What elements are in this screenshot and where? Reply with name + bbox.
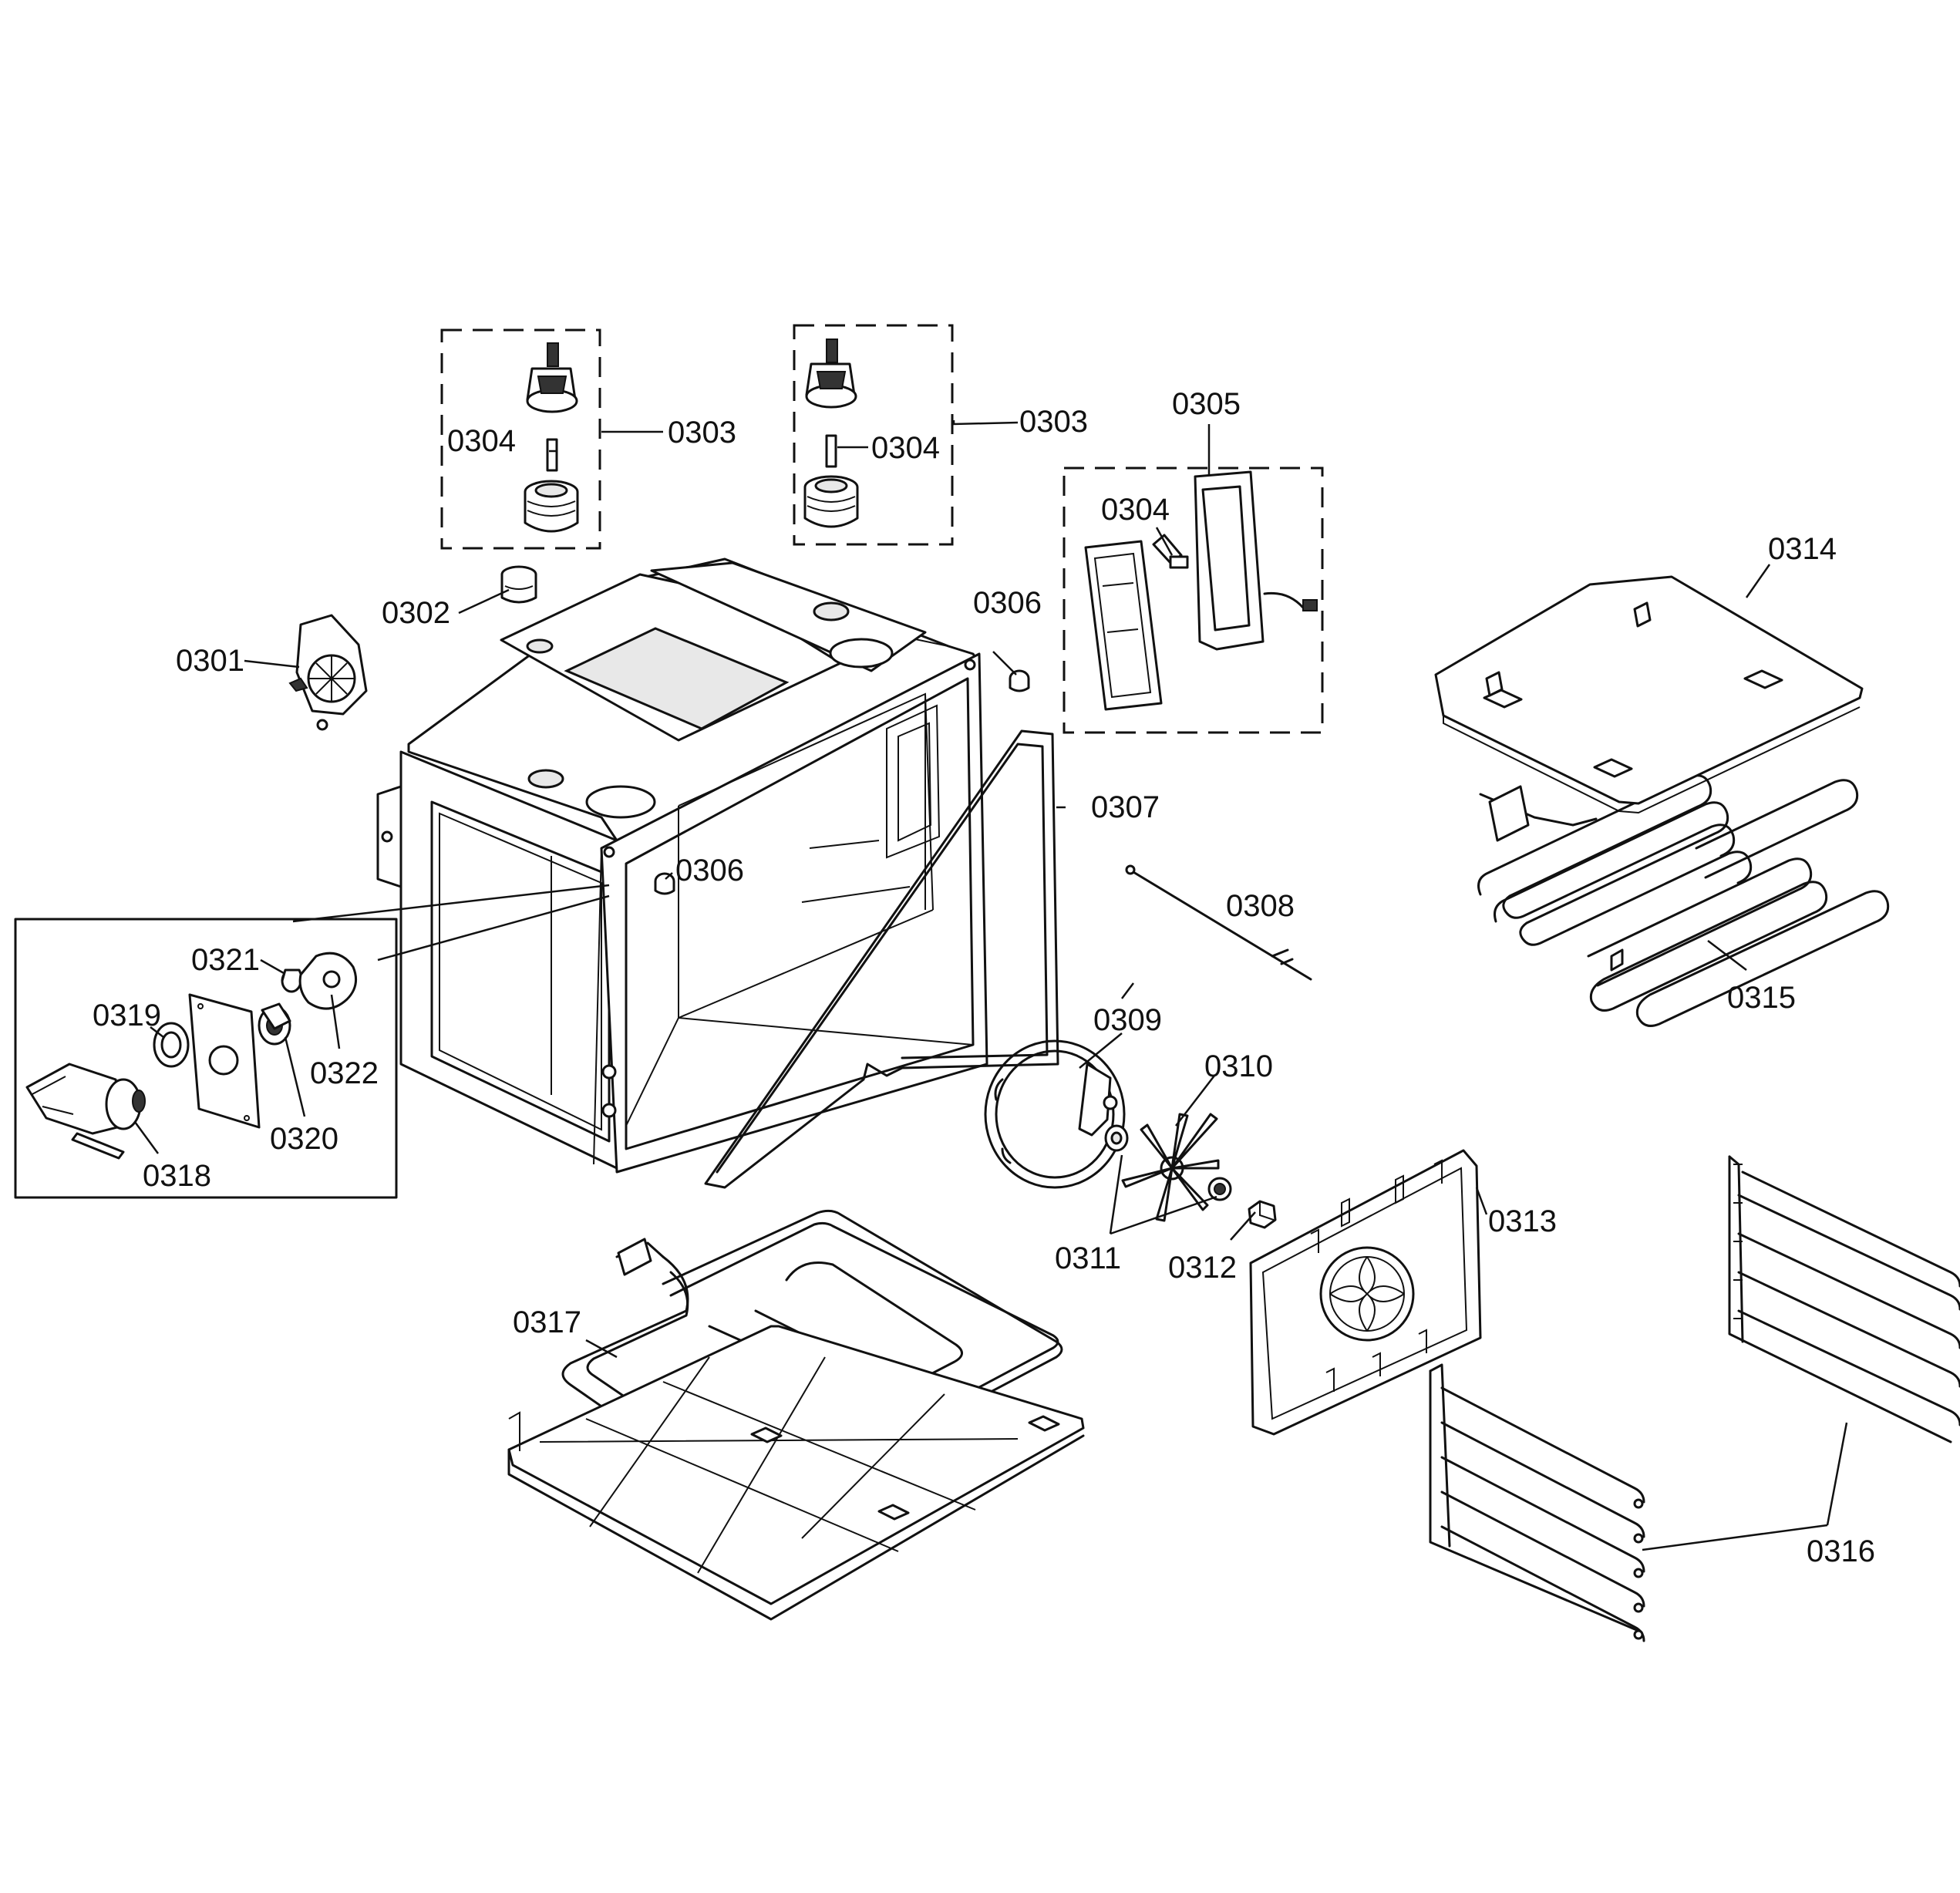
label-0322: 0322	[310, 1056, 379, 1090]
label-0308: 0308	[1226, 889, 1295, 923]
oven-rack-0316-right	[1728, 1155, 1960, 1443]
gasket-ring-0319	[153, 1022, 190, 1068]
nut-0311	[1207, 1177, 1232, 1201]
bumper-0306-front	[654, 872, 675, 895]
label-0307: 0307	[1091, 790, 1160, 824]
label-0320: 0320	[270, 1122, 338, 1156]
label-0306-right: 0306	[973, 586, 1042, 620]
label-0305: 0305	[1172, 387, 1241, 421]
label-0304-center: 0304	[871, 431, 940, 465]
label-0301: 0301	[176, 644, 244, 678]
side-lamp-assembly-box	[1063, 467, 1324, 734]
label-0316: 0316	[1807, 1534, 1875, 1568]
oven-cavity	[376, 557, 988, 1174]
label-0312: 0312	[1168, 1251, 1237, 1285]
label-0302: 0302	[382, 596, 450, 630]
label-0311: 0311	[1055, 1241, 1121, 1275]
lamp-assembly-center	[803, 339, 859, 528]
detail-leader-1	[292, 884, 610, 923]
part-labels: 0301 0302 0303 0303 0304 0304 0304 0305 …	[93, 387, 1875, 1568]
label-0303-center: 0303	[1019, 405, 1088, 439]
label-0310: 0310	[1204, 1049, 1273, 1083]
label-0321: 0321	[191, 943, 260, 977]
label-0309: 0309	[1093, 1003, 1162, 1037]
fan-blade-0310	[1121, 1113, 1220, 1222]
lamp-assembly-left	[524, 342, 579, 533]
bushing-0320	[258, 1002, 291, 1046]
detail-leader-2	[377, 894, 610, 962]
fan-cover-0313	[1249, 1149, 1482, 1436]
mounting-plate	[188, 993, 261, 1129]
label-0306-front: 0306	[675, 854, 744, 888]
bottom-plate-0317	[507, 1325, 1085, 1621]
label-0314: 0314	[1768, 532, 1837, 566]
oven-rack-0316-left	[1429, 1363, 1645, 1642]
label-0304-left: 0304	[447, 424, 516, 458]
label-0313: 0313	[1488, 1204, 1557, 1238]
thermostat-0318	[25, 1063, 146, 1160]
lamp-assembly-box-left	[440, 328, 601, 550]
bracket-0322	[298, 952, 358, 1010]
rod-0308	[1125, 864, 1312, 981]
label-0304-side: 0304	[1101, 493, 1170, 527]
label-0303-left: 0303	[668, 416, 736, 450]
label-0317: 0317	[513, 1305, 581, 1339]
top-plate-0314	[1434, 575, 1864, 814]
label-0319: 0319	[93, 999, 161, 1032]
label-0315: 0315	[1727, 981, 1796, 1015]
leader-lines	[133, 420, 1848, 1551]
connector-0302	[500, 565, 537, 604]
nut-0312	[1248, 1200, 1277, 1229]
label-0318: 0318	[143, 1159, 211, 1193]
washer-0311	[1104, 1124, 1129, 1152]
lamp-assembly-box-center	[793, 324, 954, 546]
door-gasket	[704, 729, 1059, 1189]
side-lamp-housing	[1084, 470, 1318, 711]
broil-element-0315	[1477, 774, 1890, 1027]
fan-motor-0301	[288, 614, 368, 731]
convection-element-0309	[984, 1039, 1126, 1189]
bumper-0306-right	[1009, 669, 1030, 692]
thermostat-detail-box	[14, 918, 398, 1199]
